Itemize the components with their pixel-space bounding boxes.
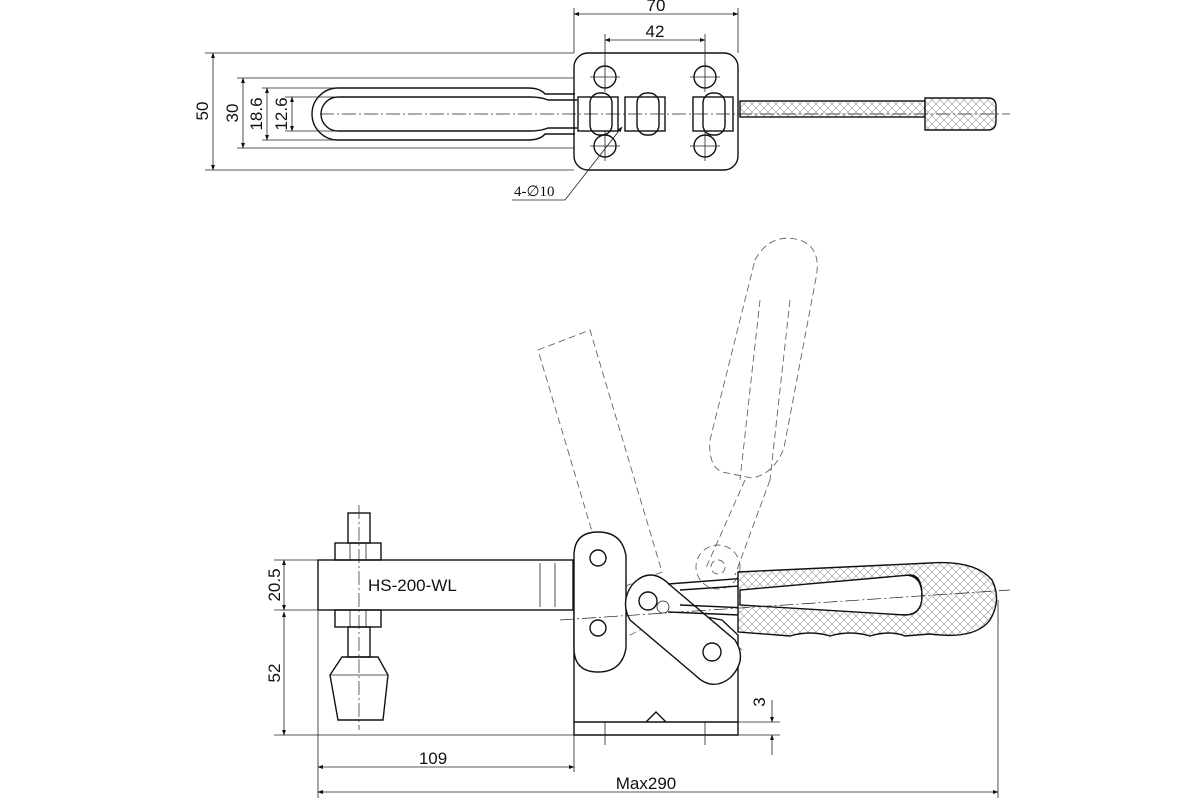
handle-rod-top <box>739 100 926 118</box>
handle-grip <box>737 561 998 637</box>
link-plate <box>624 574 742 685</box>
clamp-arm <box>317 559 574 611</box>
handle-raised-phantom <box>709 237 818 479</box>
dim-max290: Max290 <box>616 774 676 793</box>
dim-18-6: 18.6 <box>247 97 266 130</box>
base-plate-top <box>573 52 739 171</box>
model-label: HS-200-WL <box>368 576 457 595</box>
dim-30: 30 <box>223 104 242 123</box>
dim-3: 3 <box>750 697 769 706</box>
dim-109: 109 <box>419 749 447 768</box>
dim-42: 42 <box>646 22 665 41</box>
dim-20-5: 20.5 <box>265 568 284 601</box>
arm-slot-top <box>311 87 575 141</box>
side-view: HS-200-WL <box>265 237 1011 798</box>
dim-70: 70 <box>647 0 666 15</box>
hole-callout: 4-∅10 <box>514 184 555 200</box>
dim-12-6: 12.6 <box>272 97 291 130</box>
mounting-holes <box>590 62 720 161</box>
spindle <box>329 505 389 730</box>
top-view: 70 42 50 30 18.6 12.6 4-∅10 <box>193 0 1010 201</box>
arm-raised-phantom <box>537 329 663 593</box>
dim-52: 52 <box>265 664 284 683</box>
dim-50: 50 <box>193 102 212 121</box>
